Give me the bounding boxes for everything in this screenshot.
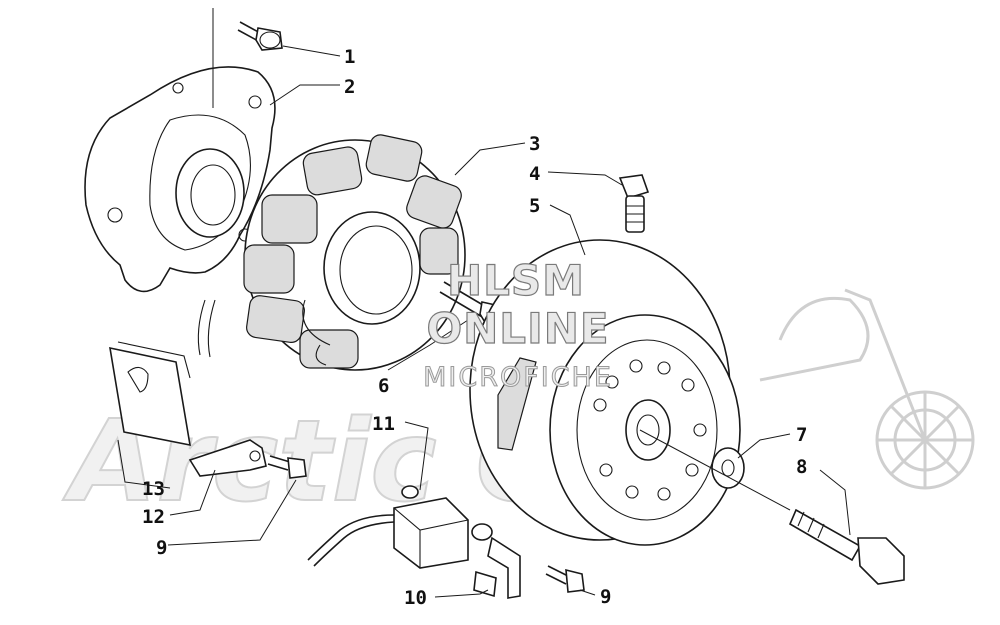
regulator-part-11: [307, 485, 469, 569]
leader-line-2: [269, 84, 340, 106]
bolt-part-4: [618, 174, 650, 233]
callout-13: 13: [142, 478, 165, 500]
callout-12: 12: [142, 506, 165, 528]
bracket-part-12: [188, 439, 267, 477]
callout-3: 3: [529, 133, 540, 155]
bolt-part-8: [788, 508, 905, 585]
leader-line-12: [169, 469, 216, 516]
callout-7: 7: [796, 424, 807, 446]
leader-line-4: [547, 171, 623, 186]
leader-line-5: [549, 204, 586, 256]
callout-2: 2: [344, 76, 355, 98]
leader-line-3: [454, 142, 526, 176]
cover-plate-part-13: [109, 341, 191, 447]
callout-9-left: 9: [156, 537, 167, 559]
callout-1: 1: [344, 46, 355, 68]
leader-line-11: [404, 421, 429, 491]
screw-part-1: [237, 21, 283, 51]
callout-5: 5: [529, 195, 540, 217]
leader-line-axis: [639, 429, 791, 511]
leader-line-7: [737, 433, 791, 459]
leader-line-9-left: [167, 479, 297, 546]
leader-line-13: [117, 439, 171, 489]
watermark-line-1: HLSM: [447, 256, 585, 305]
leader-line-1b: [282, 45, 341, 57]
washer-part-7: [711, 447, 745, 489]
text-watermark: HLSM ONLINE MICROFICHE: [423, 255, 613, 393]
callout-4: 4: [529, 163, 540, 185]
motorcycle-watermark-icon: [759, 288, 975, 490]
flywheel-part: [469, 239, 741, 546]
leader-line-10: [434, 589, 489, 598]
watermark-line-3: MICROFICHE: [423, 362, 613, 393]
callout-10: 10: [404, 587, 427, 609]
stator-coil-part: [243, 134, 466, 371]
watermark-line-2: ONLINE: [426, 304, 609, 353]
bracket-part-10: [471, 523, 521, 599]
leader-line-6: [387, 319, 469, 371]
callout-8: 8: [796, 456, 807, 478]
callout-9-right: 9: [600, 586, 611, 608]
callout-labels: 1 2 3 4 5 6 7 8 9 9 10 11 12 13: [142, 46, 807, 609]
callout-11: 11: [372, 413, 395, 435]
leader-line-9-right: [579, 589, 596, 596]
leader-line-8: [819, 469, 851, 536]
stator-housing-part: [84, 66, 276, 358]
callout-6: 6: [378, 375, 389, 397]
bolt-part-9-right: [545, 565, 585, 593]
bolt-part-9-left: [267, 455, 307, 479]
leader-lines: [117, 8, 851, 598]
